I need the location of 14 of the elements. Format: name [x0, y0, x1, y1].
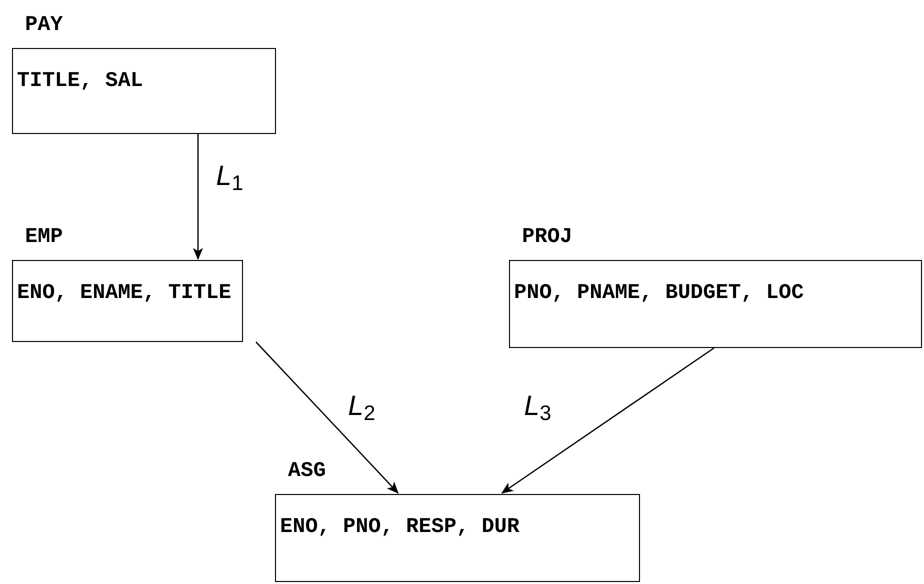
arrow: [256, 342, 399, 494]
attribute-list: ENO, PNO, RESP, DUR: [280, 516, 520, 539]
attribute-list: PNO, PNAME, BUDGET, LOC: [514, 282, 804, 305]
entity-name: PAY: [25, 15, 63, 36]
edge-label: L$_{3}$: [524, 392, 552, 420]
entity-name: ASG: [288, 461, 326, 482]
entity-name: PROJ: [522, 227, 572, 248]
attribute-list: ENO, ENAME, TITLE: [17, 282, 232, 305]
edge-label: L$_{1}$: [216, 162, 244, 190]
entity-name: EMP: [25, 227, 63, 248]
arrow: [501, 347, 714, 494]
edge-label: L$_{2}$: [348, 392, 376, 420]
attribute-list: TITLE, SAL: [17, 70, 144, 93]
arrow: [193, 134, 203, 260]
